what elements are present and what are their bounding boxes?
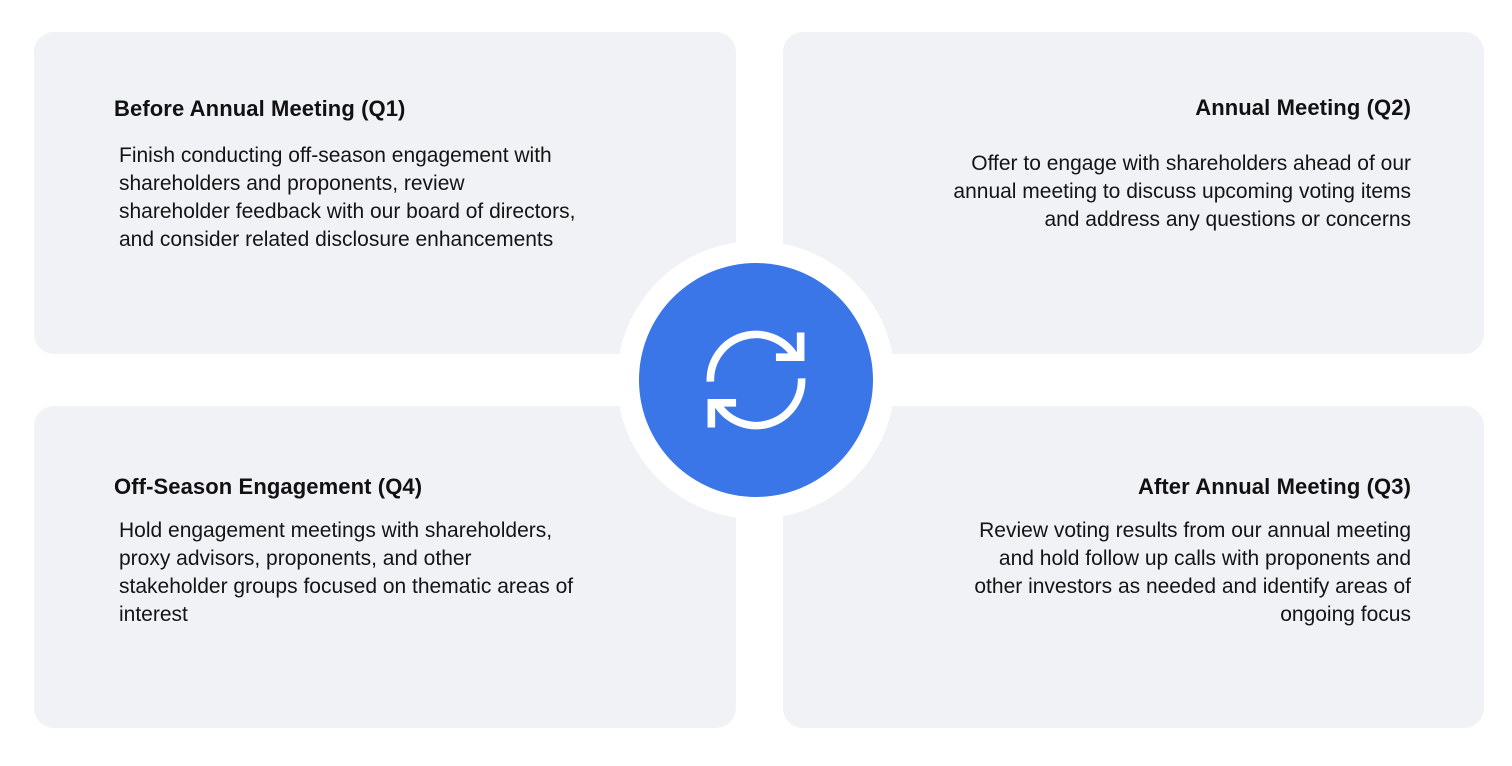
card-body-q1: Finish conducting off-season engagement … [119,144,576,251]
card-title-q2: Annual Meeting (Q2) [1195,95,1411,120]
card-title-q3: After Annual Meeting (Q3) [1137,474,1411,499]
card-body-q3: Review voting results from our annual me… [974,519,1411,626]
cycle-badge-circle [639,263,873,497]
card-title-q1: Before Annual Meeting (Q1) [114,96,406,121]
card-body-q2: Offer to engage with shareholders ahead … [953,152,1411,231]
card-after-annual-meeting-q3: After Annual Meeting (Q3) Review voting … [782,406,1484,728]
cycle-badge-ring [617,241,895,519]
card-title-q4: Off-Season Engagement (Q4) [114,474,423,499]
card-off-season-engagement-q4: Off-Season Engagement (Q4) Hold engageme… [34,406,736,728]
card-body-q4: Hold engagement meetings with shareholde… [119,519,574,626]
card-before-annual-meeting-q1: Before Annual Meeting (Q1) Finish conduc… [34,32,736,354]
card-annual-meeting-q2: Annual Meeting (Q2) Offer to engage with… [782,32,1484,354]
quadrant-grid: Before Annual Meeting (Q1) Finish conduc… [34,32,1484,728]
refresh-cycle-icon [706,330,806,430]
